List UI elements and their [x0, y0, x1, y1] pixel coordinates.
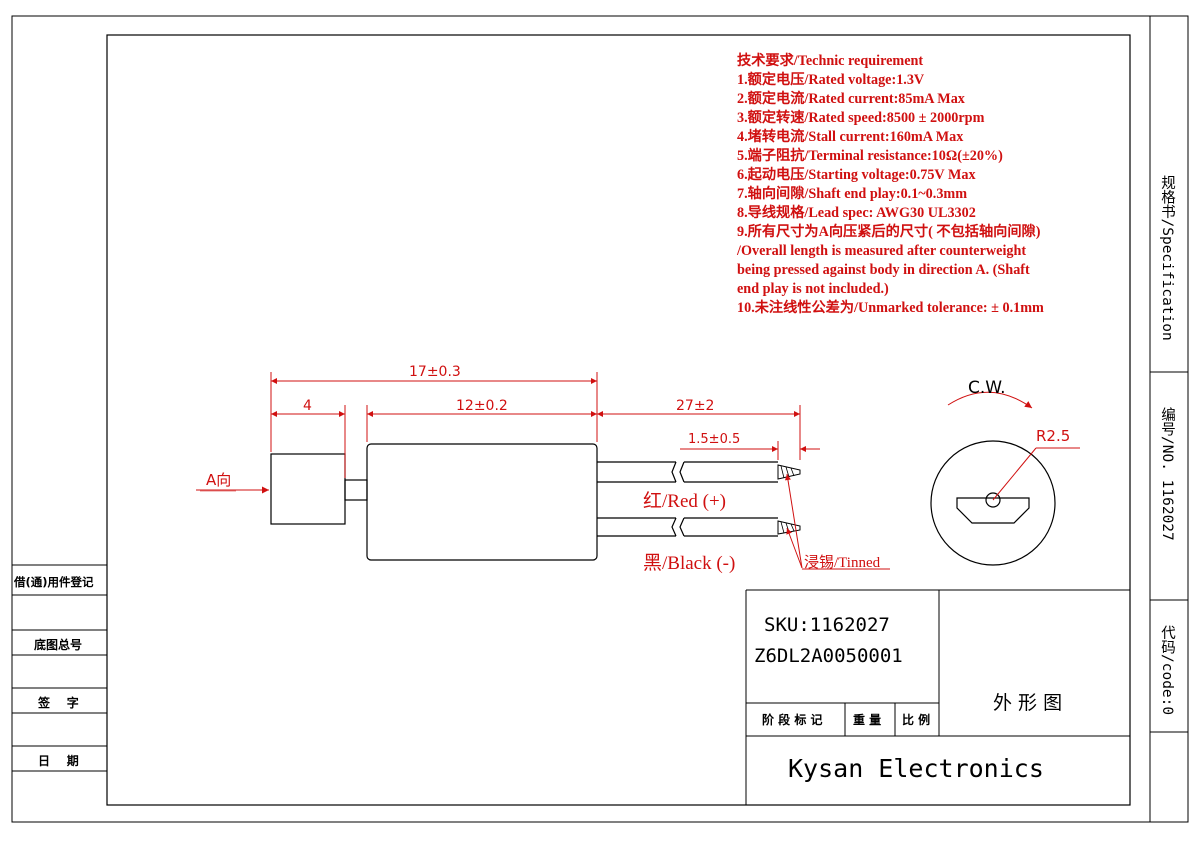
end-view-weight: [956, 497, 1030, 524]
red-wire-label: 红/Red (+): [643, 491, 727, 512]
requirement-line: 9.所有尺寸为A向压紧后的尺寸( 不包括轴向间隙): [737, 224, 1041, 240]
requirement-line: 8.导线规格/Lead spec: AWG30 UL3302: [737, 205, 976, 221]
specification-label: 规格书/Specification: [1159, 175, 1175, 341]
date-label: 日 期: [38, 754, 79, 768]
direction-a-label: A向: [206, 471, 232, 489]
dim-strip-label: 1.5±0.5: [688, 432, 741, 447]
rotation-label: C.W.: [968, 378, 1006, 398]
dim-weight-label: 4: [303, 398, 312, 414]
signature-label: 签 字: [38, 696, 79, 710]
part-number-label: Z6DL2A0050001: [754, 645, 903, 667]
left-panel-grid: [12, 564, 107, 772]
stage-mark-label: 阶 段 标 记: [762, 713, 823, 727]
sheet-frame: [11, 15, 1189, 823]
motor-drawing: [270, 443, 801, 561]
requirement-line: 6.起动电压/Starting voltage:0.75V Max: [737, 167, 976, 183]
drawing-name-label: 外 形 图: [993, 692, 1063, 714]
scale-label: 比 例: [902, 713, 931, 727]
tinned-end-black: [777, 520, 801, 535]
drawing-number-label: 编号/NO. 1162027: [1159, 407, 1175, 541]
dimension-lines: [196, 372, 1080, 570]
red-wire: [597, 461, 778, 483]
sku-label: SKU:1162027: [764, 614, 890, 636]
base-drawing-number-label: 底图总号: [34, 638, 83, 652]
dim-body-label: 12±0.2: [456, 398, 508, 414]
requirements-title: 技术要求/Technic requirement: [737, 53, 924, 69]
requirement-line: being pressed against body in direction …: [737, 262, 1030, 278]
company-name: Kysan Electronics: [788, 754, 1044, 783]
dim-lead-label: 27±2: [676, 398, 715, 414]
requirement-line: 10.未注线性公差为/Unmarked tolerance: ± 0.1mm: [737, 300, 1044, 316]
code-label: 代码/code:0: [1159, 625, 1175, 716]
black-wire-label: 黑/Black (-): [643, 553, 736, 574]
borrow-register-label: 借(通)用件登记: [14, 575, 94, 589]
requirement-line: 1.额定电压/Rated voltage:1.3V: [737, 72, 925, 88]
motor-body: [366, 443, 598, 561]
tinned-label: 浸锡/Tinned: [804, 555, 881, 571]
radius-label: R2.5: [1036, 427, 1071, 445]
title-block-grid: [745, 589, 1130, 805]
technical-requirements: 技术要求/Technic requirement 1.额定电压/Rated vo…: [737, 52, 1132, 318]
dim-overall-label: 17±0.3: [409, 364, 461, 380]
counterweight: [270, 453, 346, 525]
requirement-line: 7.轴向间隙/Shaft end play:0.1~0.3mm: [737, 186, 968, 202]
requirement-line: end play is not included.): [737, 281, 889, 297]
requirement-line: 5.端子阻抗/Terminal resistance:10Ω(±20%): [737, 148, 1003, 164]
shaft-bushing: [344, 479, 368, 501]
requirement-line: 4.堵转电流/Stall current:160mA Max: [737, 129, 964, 145]
requirement-line: 3.额定转速/Rated speed:8500 ± 2000rpm: [737, 110, 985, 126]
weight-label: 重 量: [853, 713, 882, 727]
tinned-end-red: [777, 464, 801, 480]
requirement-line: 2.额定电流/Rated current:85mA Max: [737, 91, 965, 107]
end-view: [930, 440, 1056, 566]
requirement-line: /Overall length is measured after counte…: [737, 243, 1027, 259]
black-wire: [597, 517, 778, 537]
